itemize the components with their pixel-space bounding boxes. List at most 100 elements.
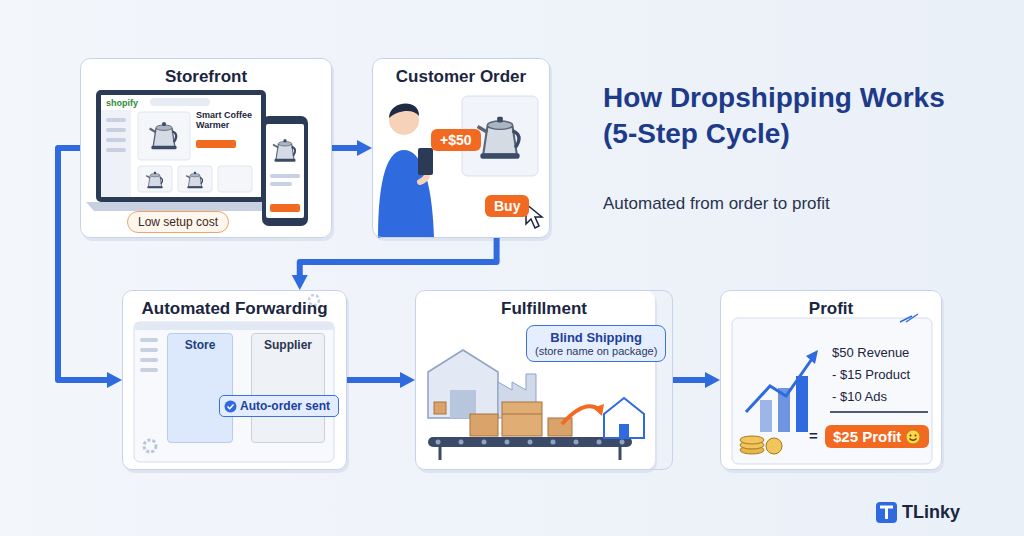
arrow-head bbox=[705, 372, 720, 388]
illustration-part bbox=[806, 350, 818, 364]
illustration-part bbox=[218, 166, 252, 192]
illustration-part bbox=[86, 202, 276, 211]
illustration-part bbox=[470, 414, 498, 436]
arrow-line bbox=[58, 148, 107, 380]
node-label: Blind Shipping bbox=[535, 330, 657, 345]
node-label: $25 Profit bbox=[833, 428, 901, 445]
illustration-part bbox=[766, 438, 782, 454]
flow-arrow bbox=[58, 148, 122, 388]
illustration-part bbox=[178, 166, 212, 192]
illustration-part bbox=[482, 440, 487, 445]
status-badge: Auto-order sent bbox=[219, 395, 339, 417]
illustration-part bbox=[436, 440, 441, 445]
illustration-part bbox=[80, 58, 942, 470]
illustration-part bbox=[134, 322, 334, 462]
node-label: Auto-order sent bbox=[240, 399, 330, 413]
illustration-part bbox=[262, 116, 308, 226]
illustration-part bbox=[378, 96, 542, 238]
badge: Low setup cost bbox=[127, 211, 229, 233]
illustration-part bbox=[140, 338, 158, 342]
step-panel: Automated ForwardingStore SupplierAuto-or… bbox=[122, 290, 347, 470]
price-badge: +$50 bbox=[431, 129, 481, 151]
illustration-part bbox=[146, 172, 163, 189]
product-name: Smart Coffee Warmer bbox=[196, 110, 258, 131]
node-label: Fulfillment bbox=[416, 299, 672, 319]
illustration-part bbox=[604, 398, 644, 438]
illustration-part bbox=[86, 90, 308, 226]
illustration-part bbox=[101, 110, 131, 197]
logo-text: TLinky bbox=[902, 502, 960, 523]
flow-arrow bbox=[332, 140, 372, 156]
arrow-line bbox=[332, 145, 357, 151]
illustration-part bbox=[720, 290, 942, 470]
illustration-part bbox=[134, 322, 334, 330]
step-panel: Customer Order +$50Buy bbox=[372, 58, 550, 238]
illustration-part bbox=[150, 98, 210, 106]
illustration-part bbox=[551, 440, 556, 445]
caption: Automated from order to profit bbox=[603, 194, 963, 214]
revenue-line: $50 Revenue bbox=[832, 346, 909, 361]
illustration-part bbox=[266, 124, 304, 218]
supplier-box: Supplier bbox=[251, 333, 325, 443]
arrow-line bbox=[300, 238, 497, 275]
illustration-part bbox=[428, 437, 632, 447]
illustration-part bbox=[389, 103, 419, 118]
profit-badge: $25 Profit bbox=[825, 425, 929, 448]
illustration-part bbox=[528, 440, 533, 445]
arrow-head bbox=[107, 372, 122, 388]
brand-text: shopify bbox=[106, 98, 138, 108]
step-panel: StorefrontLow setup cost bbox=[80, 58, 332, 238]
illustration-part bbox=[80, 58, 332, 238]
node-label: Customer Order bbox=[373, 67, 549, 87]
illustration-part bbox=[505, 440, 510, 445]
illustration-part bbox=[101, 95, 261, 197]
illustration-part bbox=[106, 118, 126, 122]
arrow-head bbox=[357, 140, 372, 156]
illustration-part bbox=[434, 402, 446, 414]
step-panel: FulfillmentBlind Shipping(store name on … bbox=[415, 290, 673, 470]
illustration-part bbox=[138, 166, 172, 192]
node-label: Low setup cost bbox=[138, 215, 218, 229]
illustration-part bbox=[106, 138, 126, 142]
illustration-part bbox=[593, 404, 604, 416]
illustration-part bbox=[876, 502, 897, 523]
illustration-part bbox=[273, 139, 296, 162]
illustration-part bbox=[96, 90, 266, 202]
illustration-part bbox=[106, 128, 126, 132]
illustration-part bbox=[186, 172, 203, 189]
illustration-part bbox=[597, 440, 602, 445]
illustration-part bbox=[106, 148, 126, 152]
arrow-head bbox=[292, 275, 308, 290]
illustration-part bbox=[796, 376, 808, 432]
illustration-part bbox=[619, 424, 629, 438]
title: How Dropshipping Works (5-Step Cycle) bbox=[603, 80, 983, 152]
node-label: Store bbox=[168, 338, 232, 352]
illustration-part bbox=[740, 436, 764, 444]
illustration-part bbox=[270, 174, 300, 178]
flow-arrow bbox=[347, 372, 415, 388]
illustration-part bbox=[502, 402, 542, 436]
arrow-line bbox=[347, 377, 400, 383]
illustration-part bbox=[372, 58, 550, 238]
store-box: Store bbox=[167, 333, 233, 443]
illustration-part bbox=[140, 348, 158, 352]
node-label: Supplier bbox=[252, 338, 324, 352]
illustration-part bbox=[150, 122, 177, 149]
node-label: Profit bbox=[721, 299, 941, 319]
illustration-part bbox=[502, 414, 542, 415]
illustration-part bbox=[732, 314, 932, 464]
arrow-head bbox=[400, 372, 415, 388]
illustration-part bbox=[620, 440, 625, 445]
illustration-part bbox=[548, 418, 572, 436]
buy-button: Buy bbox=[485, 195, 529, 217]
flow-arrow bbox=[673, 372, 720, 388]
illustration-part bbox=[144, 440, 156, 452]
illustration-part bbox=[440, 447, 620, 460]
illustration-part bbox=[830, 411, 928, 413]
illustration-part bbox=[459, 440, 464, 445]
illustration-part bbox=[428, 350, 498, 418]
node-label: Automated Forwarding bbox=[123, 299, 346, 319]
node-label: Storefront bbox=[81, 67, 331, 87]
illustration-part bbox=[140, 368, 158, 372]
